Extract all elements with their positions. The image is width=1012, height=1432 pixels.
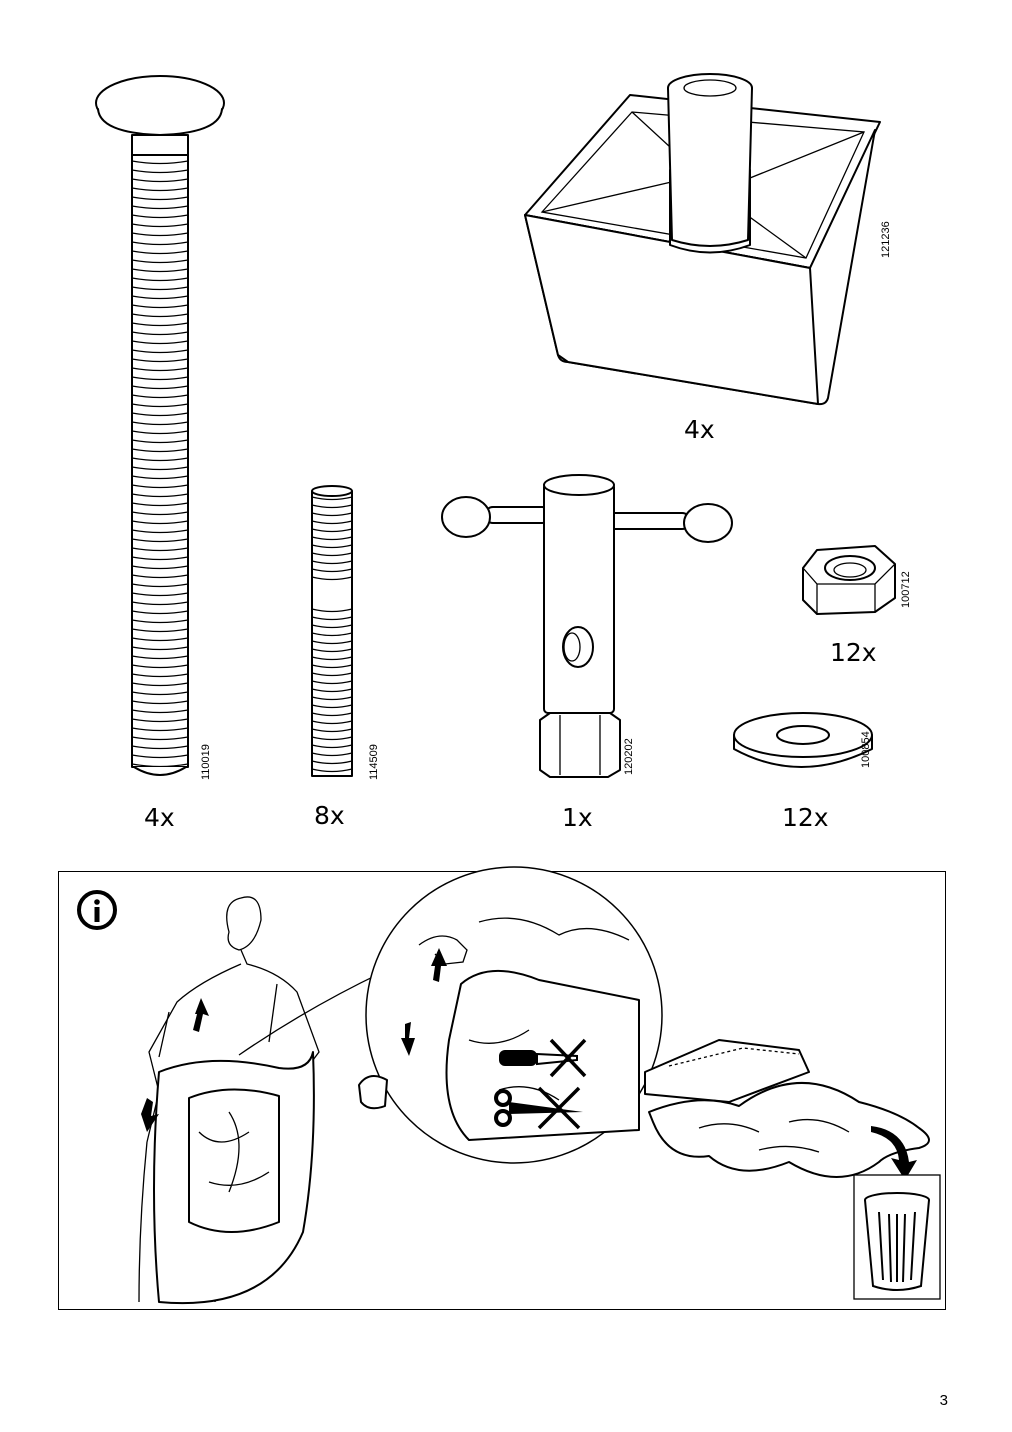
no-knife-icon [499,1038,587,1078]
quantity-121236: 4x [684,415,715,444]
part-number-120202: 120202 [623,738,635,775]
trash-bin-icon [853,1174,941,1300]
part-number-114509: 114509 [368,744,380,780]
washer-illustration [733,712,873,768]
quantity-120202: 1x [562,803,593,832]
quantity-100712: 12x [830,638,877,667]
tommy-wrench-illustration [441,474,733,778]
no-scissors-icon [494,1086,583,1130]
threaded-rod-illustration [311,485,353,777]
part-number-100854: 100854 [860,731,872,768]
zoom-hands-illustration [238,866,663,1164]
part-number-121236: 121236 [880,221,892,258]
quantity-110019: 4x [144,803,175,832]
info-panel [58,866,946,1310]
page-number: 3 [939,1392,948,1409]
quantity-100854: 12x [782,803,829,832]
hex-nut-illustration [802,545,896,615]
cushion-and-bag-illustration [644,1039,930,1180]
leg-foot-illustration [524,73,881,406]
part-number-100712: 100712 [900,571,912,608]
info-icon [77,890,117,930]
part-number-110019: 110019 [200,744,212,780]
quantity-114509: 8x [314,801,345,830]
carriage-bolt-illustration [95,75,225,776]
person-lifting-bag-illustration [138,896,320,1305]
